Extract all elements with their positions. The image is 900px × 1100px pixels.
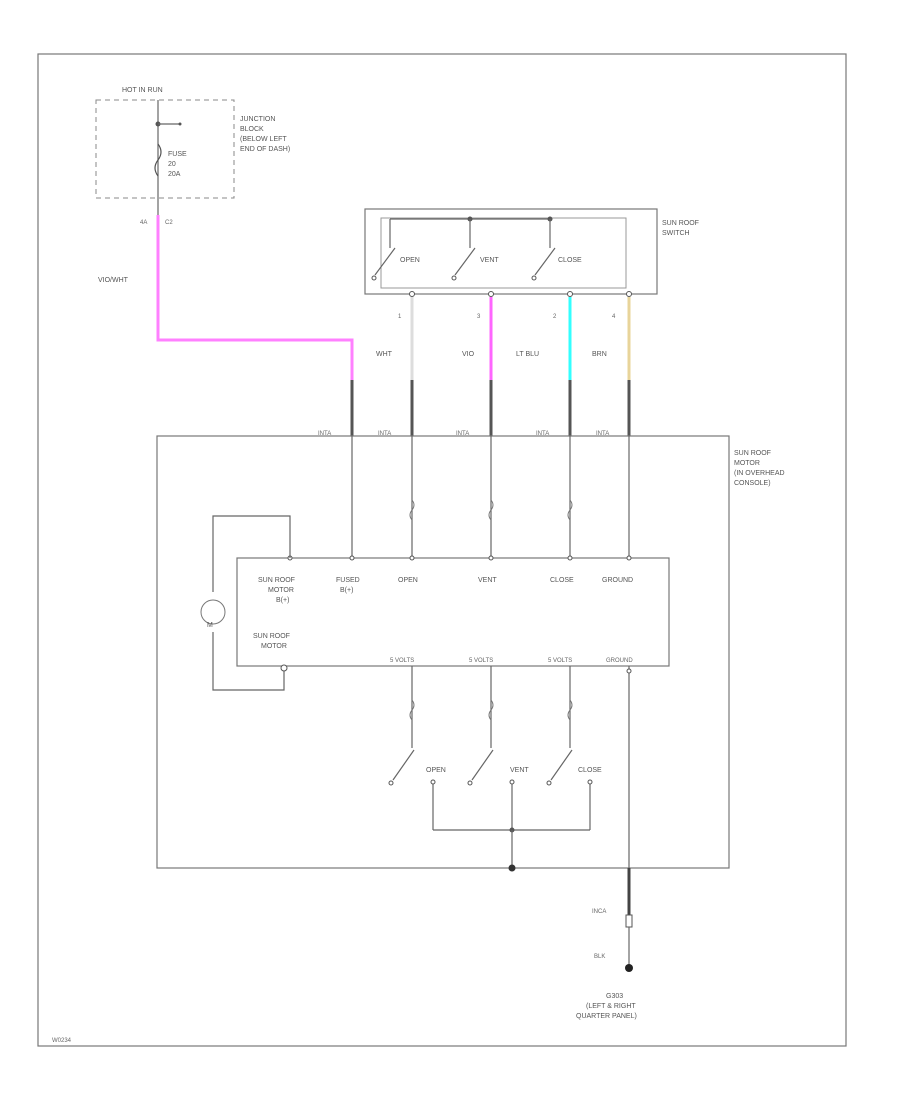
switch-node <box>587 779 593 785</box>
svg-text:5 VOLTS: 5 VOLTS <box>548 658 572 664</box>
internal-switch-open: OPEN <box>388 749 446 830</box>
fuse-label-0: FUSE <box>168 151 187 158</box>
fuse-symbol <box>154 143 162 177</box>
inner-motor-label-0: SUN ROOF <box>253 633 290 640</box>
switch-contact-vent: VENT <box>451 219 499 281</box>
motor-label-0: SUN ROOF <box>734 450 771 457</box>
svg-text:BRN: BRN <box>592 351 607 358</box>
svg-text:5 VOLTS: 5 VOLTS <box>469 658 493 664</box>
motor-return-node <box>280 664 288 672</box>
figure-id: W0234 <box>52 1038 72 1044</box>
svg-text:B(+): B(+) <box>340 587 353 594</box>
connector-label: INTA <box>596 431 609 437</box>
svg-text:MOTOR: MOTOR <box>268 587 294 594</box>
wire-vio-wht <box>156 215 354 380</box>
inner-motor-label-1: MOTOR <box>261 643 287 650</box>
svg-text:VENT: VENT <box>480 257 499 264</box>
switch-inner <box>380 217 627 289</box>
svg-text:OPEN: OPEN <box>400 257 420 264</box>
fuse-label-2: 20A <box>168 171 181 178</box>
svg-text:OPEN: OPEN <box>398 577 418 584</box>
internal-output-wires <box>409 666 573 748</box>
ground-output-node <box>626 668 632 674</box>
connector-stubs <box>350 380 631 436</box>
wire-vio: 3 VIO <box>462 291 494 380</box>
motor-control-block <box>236 557 670 667</box>
junction-block <box>95 99 235 199</box>
switch-node <box>430 779 436 785</box>
svg-text:4: 4 <box>612 314 616 320</box>
junction-label-3: END OF DASH) <box>240 146 290 153</box>
svg-text:LT BLU: LT BLU <box>516 351 539 358</box>
ground-label-2: QUARTER PANEL) <box>576 1013 637 1020</box>
svg-text:B(+): B(+) <box>276 597 289 604</box>
module-ground-node <box>508 864 516 872</box>
svg-text:CLOSE: CLOSE <box>550 577 574 584</box>
junction-label-0: JUNCTION <box>240 116 275 123</box>
svg-text:VENT: VENT <box>510 767 529 774</box>
svg-text:OPEN: OPEN <box>426 767 446 774</box>
connector-label: INTA <box>318 431 331 437</box>
fuse-pin-left: 4A <box>140 220 147 226</box>
wire-label-vio-wht: VIO/WHT <box>98 277 129 284</box>
svg-text:CLOSE: CLOSE <box>578 767 602 774</box>
junction-label-2: (BELOW LEFT <box>240 136 287 143</box>
wire-wht: 1 WHT <box>376 291 415 380</box>
sun-roof-motor-module <box>156 435 730 869</box>
svg-text:GROUND: GROUND <box>602 577 633 584</box>
svg-text:5 VOLTS: 5 VOLTS <box>390 658 414 664</box>
wire-lt-blu: 2 LT BLU <box>516 291 573 380</box>
connector-label: INTA <box>456 431 469 437</box>
control-input-labels: SUN ROOF MOTOR B(+) FUSED B(+) OPEN VENT… <box>258 577 633 604</box>
svg-text:CLOSE: CLOSE <box>558 257 582 264</box>
svg-text:FUSED: FUSED <box>336 577 360 584</box>
hot-in-run-label: HOT IN RUN <box>122 87 163 94</box>
svg-text:3: 3 <box>477 314 481 320</box>
ground-label-1: (LEFT & RIGHT <box>586 1003 636 1010</box>
diagram-frame <box>37 53 847 1047</box>
ground-wire-color: BLK <box>594 954 605 960</box>
connector-label: INTA <box>378 431 391 437</box>
fuse-pin-right: C2 <box>165 220 173 226</box>
switch-contact-open: OPEN <box>371 219 420 281</box>
svg-text:GROUND: GROUND <box>606 658 633 664</box>
svg-text:VIO: VIO <box>462 351 475 358</box>
ground-label-0: G303 <box>606 993 623 1000</box>
motor-label-3: CONSOLE) <box>734 480 771 487</box>
switch-label-0: SUN ROOF <box>662 220 699 227</box>
svg-text:VENT: VENT <box>478 577 497 584</box>
switch-label-1: SWITCH <box>662 230 690 237</box>
fuse-label-1: 20 <box>168 161 176 168</box>
ground-connector-label: INCA <box>592 909 606 915</box>
chassis-ground-icon <box>625 964 633 972</box>
motor-label-1: MOTOR <box>734 460 760 467</box>
motor-return-loop <box>212 632 285 691</box>
ground-connector <box>625 914 633 928</box>
switch-contact-close: CLOSE <box>531 219 582 281</box>
motor-feed-loop <box>212 515 291 592</box>
svg-text:SUN ROOF: SUN ROOF <box>258 577 295 584</box>
internal-switch-vent: VENT <box>467 749 529 830</box>
connector-label: INTA <box>536 431 549 437</box>
fuse-tap-node <box>178 122 182 126</box>
wire-brn: 4 BRN <box>592 291 632 380</box>
internal-input-wires <box>351 436 630 558</box>
motor-icon <box>200 599 226 625</box>
svg-text:2: 2 <box>553 314 557 320</box>
motor-symbol: M <box>207 622 213 629</box>
switch-node <box>509 779 515 785</box>
svg-text:WHT: WHT <box>376 351 393 358</box>
sun-roof-switch <box>364 208 658 295</box>
control-output-labels: 5 VOLTS 5 VOLTS 5 VOLTS GROUND <box>390 658 633 664</box>
internal-switch-close: CLOSE <box>546 749 602 830</box>
junction-label-1: BLOCK <box>240 126 264 133</box>
motor-label-2: (IN OVERHEAD <box>734 470 785 477</box>
svg-text:1: 1 <box>398 314 402 320</box>
